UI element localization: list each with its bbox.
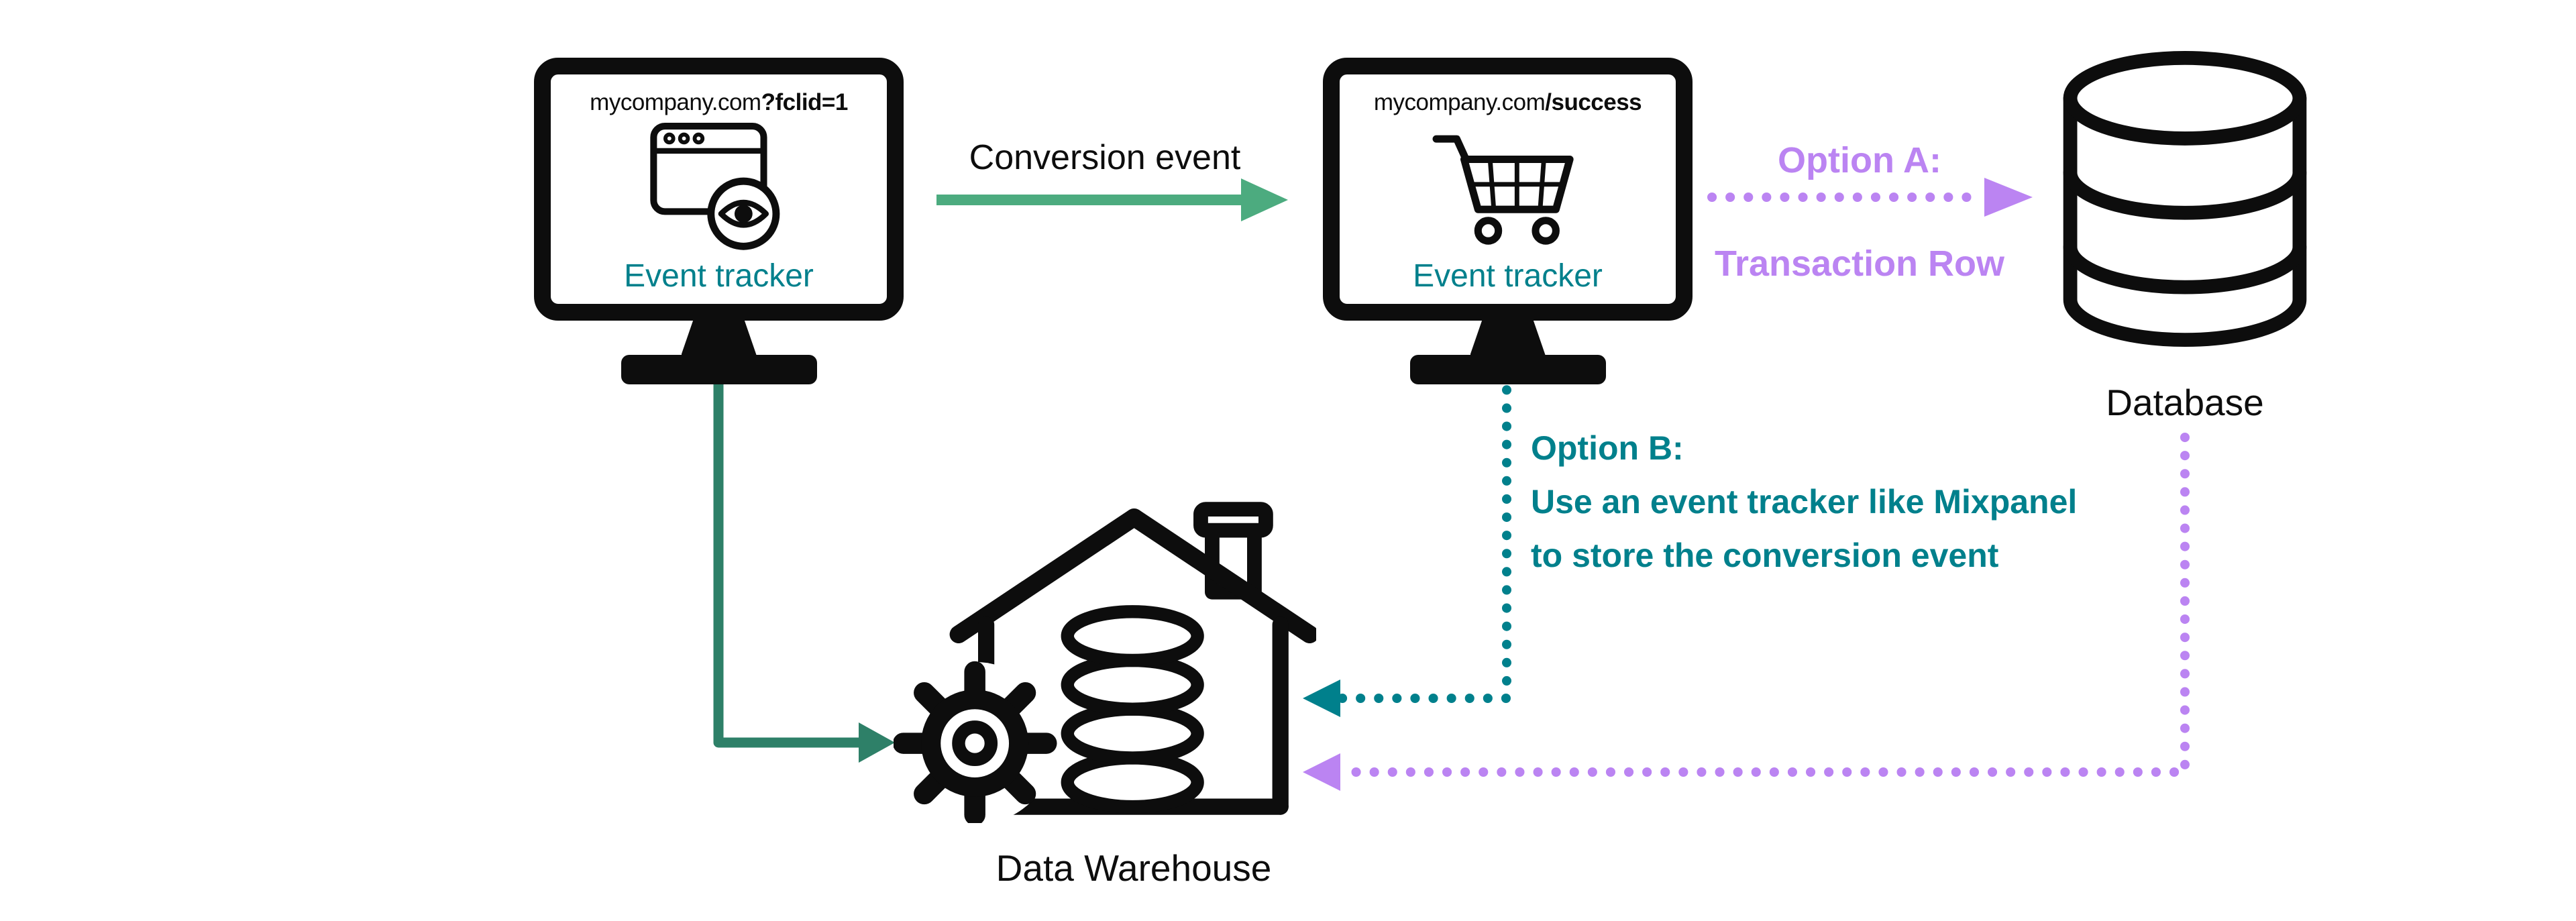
monitor-stand-base [621,355,817,384]
data-warehouse-label: Data Warehouse [996,847,1272,889]
gear-icon [894,661,1057,823]
url-suffix: ?fclid=1 [761,89,849,115]
referral-url-text: mycompany.com?fclid=1 [590,89,848,116]
coin-stack-icon [1061,605,1204,814]
shopping-cart-icon [1432,135,1574,245]
browser-eye-icon [650,123,780,250]
database-to-warehouse-arrow [1303,433,2190,791]
event-tracker-label: Event tracker [1413,258,1603,294]
monitor-stand-neck [1470,320,1546,355]
monitor-stand-base [1409,355,1606,384]
database-label: Database [2106,382,2264,423]
option-a-subtitle: Transaction Row [1714,243,2005,284]
option-b-title: Option B: [1531,429,1684,467]
url-suffix: /success [1545,89,1642,115]
url-prefix: mycompany.com [590,89,761,115]
conversion-event-label: Conversion event [969,138,1241,177]
option-b-line2: to store the conversion event [1531,537,1999,574]
option-a-title: Option A: [1778,140,1941,180]
success-url-text: mycompany.com/success [1374,89,1642,116]
monitor-referral-page: mycompany.com?fclid=1 Event tracker [534,58,904,384]
tracker-to-warehouse-arrow [713,335,895,763]
monitor-stand-neck [681,320,757,355]
house-roof [949,508,1316,644]
option-b-arrow [1303,331,1511,717]
warehouse-icon [894,502,1316,823]
database-icon [2063,50,2307,347]
option-b-line1: Use an event tracker like Mixpanel [1531,483,2078,521]
url-prefix: mycompany.com [1373,89,1546,115]
option-a-arrow [1707,178,2033,217]
monitor-success-page: mycompany.com/success Event tracker [1323,58,1693,384]
referral-screen: mycompany.com?fclid=1 Event tracker [534,58,904,321]
event-tracker-label: Event tracker [624,258,814,294]
option-b-text: Option B: Use an event tracker like Mixp… [1531,421,2077,582]
success-screen: mycompany.com/success Event tracker [1323,58,1693,321]
conversion-arrow [936,178,1288,221]
